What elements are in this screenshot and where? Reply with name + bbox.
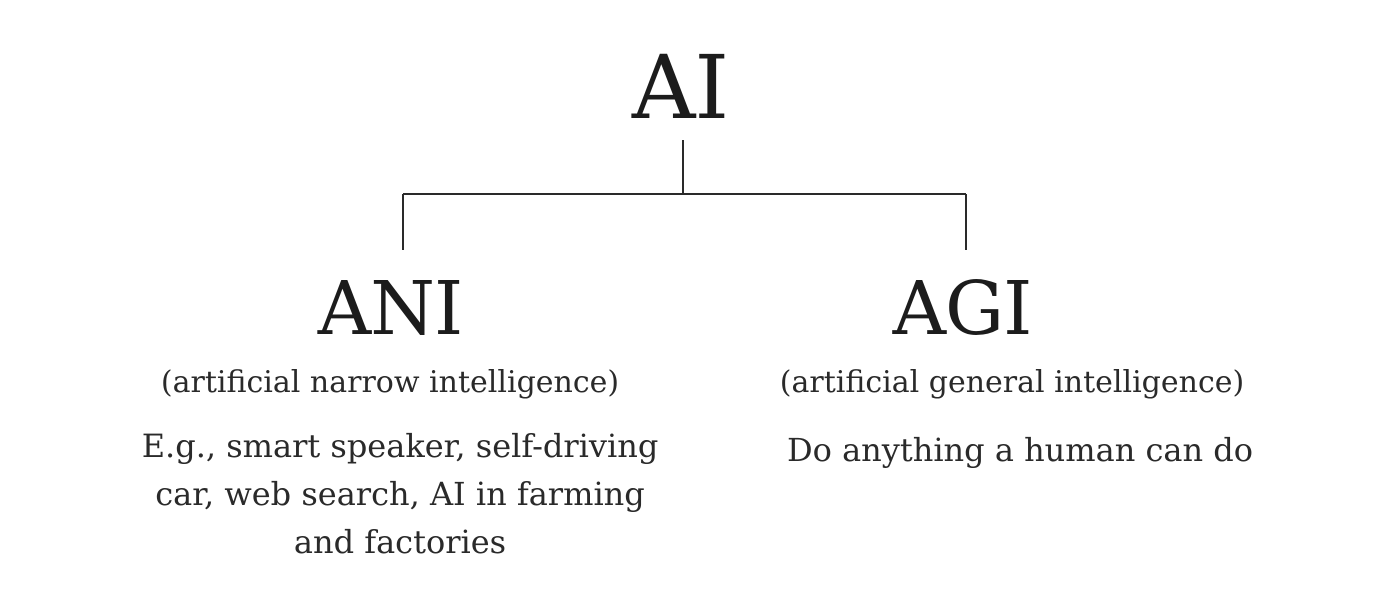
ani-description-line: E.g., smart speaker, self-driving (141, 427, 659, 465)
agi-node-description: Do anything a human can do (700, 426, 1340, 474)
ani-node-title: ANI (317, 266, 463, 352)
ani-description-line: and factories (293, 523, 507, 561)
agi-description-line: Do anything a human can do (786, 431, 1254, 469)
root-node-title: AI (631, 36, 729, 139)
ani-description-line: car, web search, AI in farming (155, 475, 645, 513)
ani-node-subtitle: (artificial narrow intelligence) (160, 365, 620, 400)
agi-node-subtitle: (artificial general intelligence) (779, 365, 1245, 400)
ani-node-description: E.g., smart speaker, self-driving car, w… (80, 422, 720, 566)
agi-node-title: AGI (892, 266, 1033, 352)
